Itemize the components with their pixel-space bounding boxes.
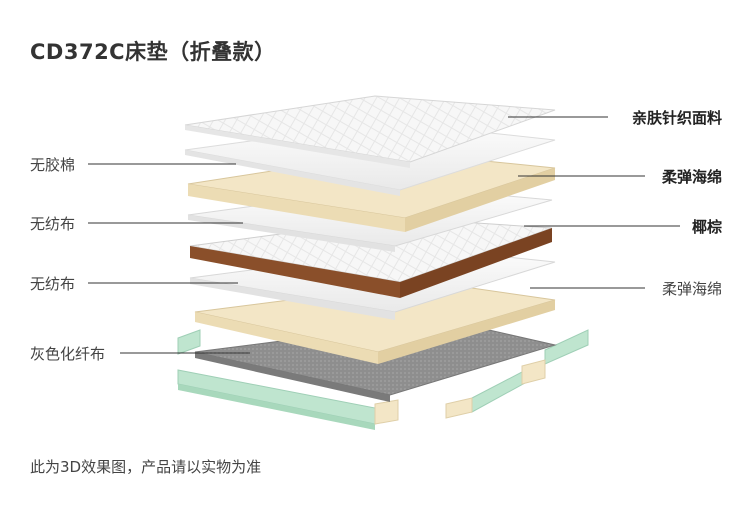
label-gray-cloth: 灰色化纤布 bbox=[30, 345, 106, 363]
right-leader-lines bbox=[508, 116, 680, 289]
lower-sponge-layer bbox=[194, 281, 556, 364]
page-title: CD372C床垫（折叠款） bbox=[30, 40, 276, 64]
label-sponge-upper: 柔弹海绵 bbox=[661, 168, 722, 186]
label-knit-fabric: 亲肤针织面料 bbox=[631, 109, 722, 127]
label-cotton: 无胶棉 bbox=[30, 156, 76, 174]
label-nonwoven-1: 无纺布 bbox=[30, 215, 76, 233]
base-frame bbox=[177, 329, 589, 430]
label-coir: 椰棕 bbox=[691, 218, 722, 236]
label-nonwoven-2: 无纺布 bbox=[30, 275, 76, 293]
top-fabric-layer bbox=[184, 95, 556, 168]
disclaimer-caption: 此为3D效果图，产品请以实物为准 bbox=[30, 458, 262, 476]
label-sponge-lower: 柔弹海绵 bbox=[661, 280, 722, 298]
left-leader-lines bbox=[88, 163, 250, 354]
